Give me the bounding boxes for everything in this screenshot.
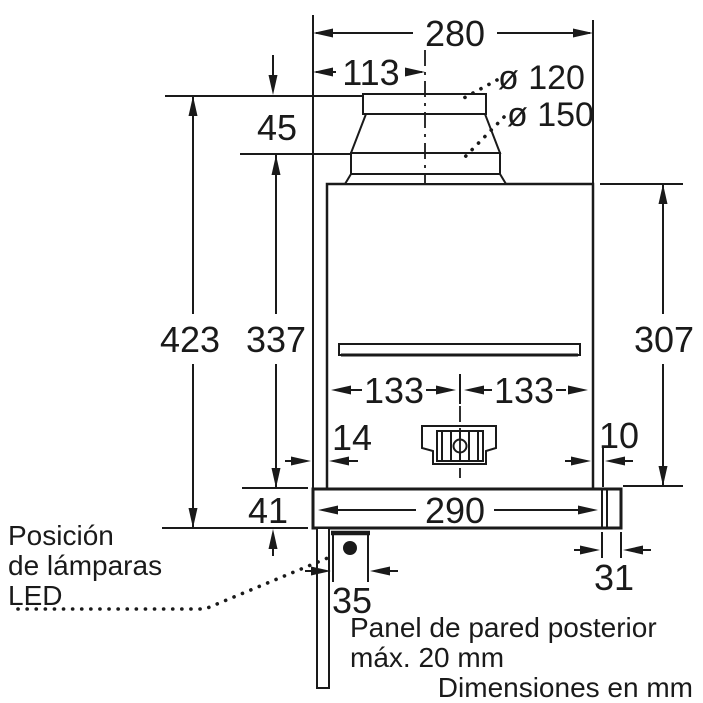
leader-150 — [459, 115, 506, 163]
dim-label-290: 290 — [425, 490, 485, 531]
arrowhead-left — [313, 67, 333, 77]
arrowhead-left — [331, 385, 351, 395]
dim-31: 31 — [574, 545, 651, 598]
leader-120 — [460, 78, 499, 101]
dim-label-280: 280 — [425, 13, 485, 54]
dim-label-133-right: 133 — [494, 370, 554, 411]
arrowhead-left — [370, 566, 390, 576]
bottom-bar-endcap-divider — [601, 489, 608, 528]
arrowhead-up — [188, 96, 198, 116]
cable-connector — [421, 374, 497, 478]
dim-280: 280 — [313, 13, 593, 54]
arrowhead-left — [623, 545, 643, 555]
dim-label-113: 113 — [342, 52, 399, 93]
led-dot — [343, 541, 357, 555]
dim-label-diameter-120: ø 120 — [498, 59, 585, 97]
arrowhead-down — [188, 508, 198, 528]
arrowhead-left — [313, 28, 333, 38]
arrowhead-right — [568, 385, 588, 395]
dim-label-423: 423 — [160, 319, 220, 360]
arrowhead-up — [658, 184, 668, 204]
dim-label-14: 14 — [332, 417, 372, 458]
dim-label-31: 31 — [594, 557, 634, 598]
wall-panel-note-line1: Panel de pared posterior — [350, 612, 657, 643]
dim-label-diameter-150: ø 150 — [507, 96, 594, 134]
arrowhead-right — [311, 566, 331, 576]
rear-wall-panel — [316, 527, 330, 689]
units-note: Dimensiones en mm — [438, 672, 693, 703]
dim-label-41: 41 — [248, 490, 288, 531]
filter-slot — [338, 343, 581, 357]
led-note-line2: de lámparas — [8, 550, 162, 581]
dim-label-35: 35 — [332, 580, 372, 621]
dim-113: 113 — [313, 52, 425, 93]
arrowhead-right — [436, 385, 456, 395]
led-lamp — [331, 530, 370, 582]
arrowhead-left — [329, 456, 349, 466]
dim-423: 423 — [160, 96, 220, 528]
dim-133-left: 133 — [331, 370, 456, 411]
arrowhead-left — [464, 385, 484, 395]
dim-label-133-left: 133 — [364, 370, 424, 411]
led-housing-sides — [332, 533, 369, 582]
bottom-bar-outline — [311, 487, 623, 530]
duct-adapter — [343, 50, 508, 185]
filter-slot-outline — [338, 343, 581, 356]
bottom-bar — [311, 487, 623, 530]
dim-label-307: 307 — [634, 319, 694, 360]
arrowhead-left — [318, 505, 338, 515]
wall-panel-note-line2: máx. 20 mm — [350, 642, 504, 673]
arrowhead-left — [605, 456, 625, 466]
arrowhead-right — [580, 545, 600, 555]
arrowhead-down — [268, 75, 278, 95]
arrowhead-right — [578, 505, 598, 515]
dim-41: 41 — [248, 490, 288, 556]
dim-label-45: 45 — [257, 107, 297, 148]
arrowhead-right — [291, 456, 311, 466]
arrowhead-right — [571, 456, 591, 466]
dim-label-10: 10 — [599, 415, 639, 456]
dim-290: 290 — [318, 490, 598, 531]
dim-10: 10 — [565, 415, 639, 466]
dim-14: 14 — [285, 417, 372, 466]
bottom-notes: Panel de pared posterior máx. 20 mm Dime… — [350, 612, 693, 703]
arrowhead-up — [271, 155, 281, 175]
arrowhead-down — [658, 466, 668, 486]
dim-45: 45 — [257, 55, 297, 148]
led-note-line3: LED — [8, 580, 62, 611]
led-note-line1: Posición — [8, 520, 114, 551]
dim-35: 35 — [305, 566, 398, 621]
dim-133-right: 133 — [464, 370, 588, 411]
arrowhead-right — [573, 28, 593, 38]
diameter-callouts: ø 120 ø 150 — [459, 59, 594, 163]
dim-label-337: 337 — [246, 319, 306, 360]
dim-337: 337 — [246, 155, 306, 488]
led-position-note: Posición de lámparas LED — [8, 520, 332, 611]
arrowhead-up — [268, 529, 278, 549]
arrowhead-right — [405, 67, 425, 77]
led-leader-dots — [16, 555, 332, 611]
dim-307: 307 — [634, 184, 694, 486]
arrowhead-down — [271, 468, 281, 488]
